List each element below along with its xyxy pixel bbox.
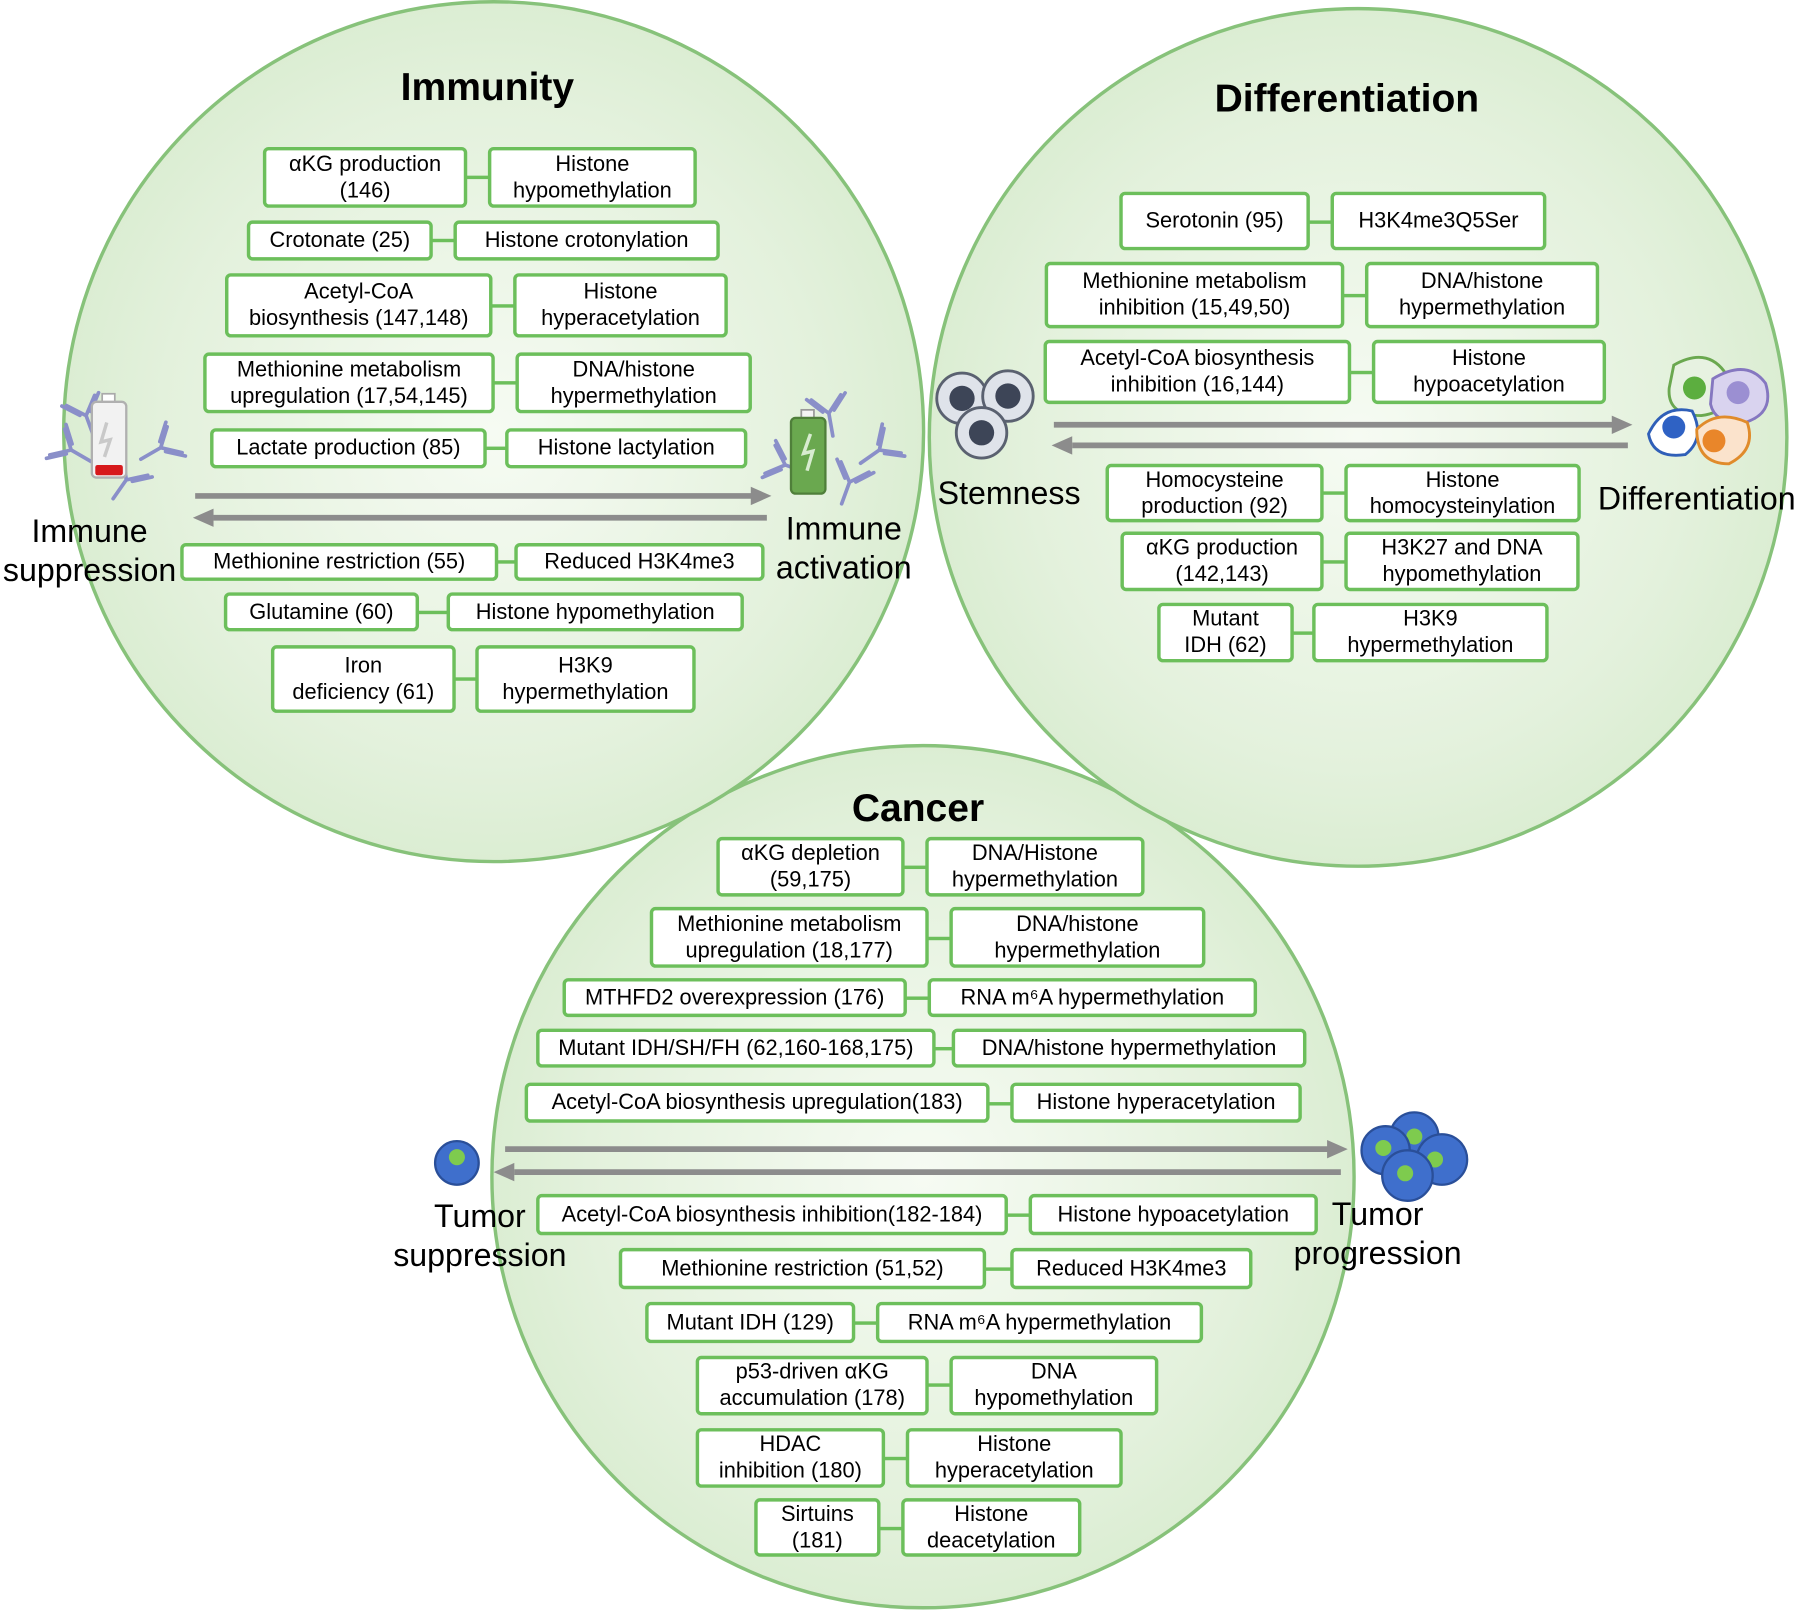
differentiation-cause-box: Homocysteine production (92) <box>1105 463 1324 523</box>
immunity-circle <box>61 0 926 864</box>
cancer-row-connector <box>982 1267 1015 1271</box>
immunity-cause-box: Methionine metabolism upregulation (17,5… <box>203 352 495 414</box>
stemness-label: Stemness <box>937 475 1081 511</box>
differentiation-row-connector <box>1340 293 1369 298</box>
immunity-row-connector <box>429 238 457 243</box>
immunity-row-connector <box>483 446 509 451</box>
cancer-row-connector <box>877 1526 905 1531</box>
differentiation-circle <box>927 6 1789 868</box>
immunity-row-connector <box>463 175 492 180</box>
differentiation-title: Differentiation <box>1214 76 1480 121</box>
immunity-cause-box: αKG production (146) <box>262 146 468 208</box>
cancer-cause-box: Sirtuins (181) <box>754 1498 881 1557</box>
cancer-effect-box: RNA m⁶A hypermethylation <box>875 1301 1204 1344</box>
immunity-cause-box: Crotonate (25) <box>246 220 433 261</box>
tumor-cluster-icon <box>1360 1111 1469 1202</box>
immunity-cause-box: Iron deficiency (61) <box>270 645 456 713</box>
differentiation-cause-box: Methionine metabolism inhibition (15,49,… <box>1044 261 1345 329</box>
cancer-cause-box: MTHFD2 overexpression (176) <box>562 978 907 1018</box>
tumor-suppression-label: Tumor suppression <box>393 1198 567 1274</box>
immunity-cause-box: Methionine restriction (55) <box>180 543 499 581</box>
cancer-cause-box: HDAC inhibition (180) <box>695 1428 886 1488</box>
differentiation-cause-box: Mutant IDH (62) <box>1157 602 1294 663</box>
differentiation-effect-box: Histone homocysteinylation <box>1344 463 1581 523</box>
differentiation-row-connector <box>1290 631 1316 635</box>
immunity-cause-box: Glutamine (60) <box>223 592 420 632</box>
cancer-effect-box: DNA/histone hypermethylation <box>949 906 1206 968</box>
immunity-row-connector <box>489 304 517 308</box>
immunity-title: Immunity <box>400 65 575 110</box>
differentiation-row-connector <box>1306 220 1334 224</box>
cancer-effect-box: DNA/Histone hypermethylation <box>925 836 1145 897</box>
cancer-effect-box: Histone hyperacetylation <box>905 1428 1123 1488</box>
differentiation-effect-box: Histone hypoacetylation <box>1371 339 1607 405</box>
cancer-row-connector <box>1004 1213 1033 1217</box>
differentiation-row-connector <box>1320 491 1348 495</box>
cancer-row-connector <box>901 865 929 870</box>
immunity-cause-box: Acetyl-CoA biosynthesis (147,148) <box>225 273 493 338</box>
differentiation-row-connector <box>1347 370 1376 375</box>
differentiation-effect-box: H3K27 and DNA hypomethylation <box>1344 531 1580 592</box>
cancer-row-connector <box>925 1383 953 1387</box>
cancer-row-connector <box>903 996 932 1000</box>
cancer-cause-box: αKG depletion (59,175) <box>716 836 905 897</box>
immunity-row-connector <box>452 677 480 681</box>
differentiation-effect-box: H3K4me3Q5Ser <box>1330 191 1547 251</box>
differentiation-cause-box: αKG production (142,143) <box>1120 531 1324 592</box>
immunity-row-connector <box>491 381 519 385</box>
cancer-row-connector <box>925 936 953 941</box>
cancer-effect-box: Histone hypoacetylation <box>1028 1193 1318 1236</box>
immunity-row-connector <box>415 610 451 615</box>
immune-activation-label: Immune activation <box>775 510 912 586</box>
cancer-effect-box: Histone deacetylation <box>901 1498 1082 1557</box>
immunity-effect-box: H3K9 hypermethylation <box>475 645 696 713</box>
tumor-progression-label: Tumor progression <box>1293 1196 1462 1271</box>
cancer-row-connector <box>932 1046 956 1051</box>
cancer-effect-box: RNA m⁶A hypermethylation <box>927 978 1258 1018</box>
cancer-effect-box: Histone hyperacetylation <box>1010 1082 1302 1123</box>
cancer-cause-box: Methionine metabolism upregulation (18,1… <box>649 906 929 968</box>
immunity-effect-box: Histone lactylation <box>505 428 748 469</box>
immunity-effect-box: Histone crotonylation <box>453 220 720 261</box>
immunity-effect-box: Histone hyperacetylation <box>513 273 728 338</box>
cancer-cause-box: Acetyl-CoA biosynthesis inhibition(182-1… <box>536 1193 1008 1236</box>
immunity-cause-box: Lactate production (85) <box>210 428 487 469</box>
differentiation-row-connector <box>1320 560 1348 564</box>
immune-suppression-label: Immune suppression <box>2 513 177 588</box>
differentiation-side-label: Differentiation <box>1597 481 1796 517</box>
cancer-row-connector <box>881 1456 910 1461</box>
cancer-effect-box: Reduced H3K4me3 <box>1010 1247 1253 1290</box>
immunity-effect-box: Reduced H3K4me3 <box>514 543 765 581</box>
immunity-effect-box: DNA/histone hypermethylation <box>515 352 752 414</box>
cancer-cause-box: Acetyl-CoA biosynthesis upregulation(183… <box>524 1082 990 1123</box>
cancer-cause-box: Methionine restriction (51,52) <box>618 1247 987 1290</box>
cancer-row-connector <box>986 1102 1014 1106</box>
immunity-effect-box: Histone hypomethylation <box>446 592 744 632</box>
cancer-effect-box: DNA hypomethylation <box>949 1355 1159 1416</box>
differentiation-cause-box: Serotonin (95) <box>1119 191 1310 251</box>
differentiation-effect-box: DNA/histone hypermethylation <box>1364 261 1600 329</box>
immunity-row-connector <box>494 560 518 564</box>
immunity-effect-box: Histone hypomethylation <box>487 146 697 208</box>
cancer-cause-box: p53-driven αKG accumulation (178) <box>695 1355 929 1416</box>
cancer-cause-box: Mutant IDH (129) <box>645 1301 856 1344</box>
single-tumor-cell-icon <box>433 1139 480 1186</box>
cancer-effect-box: DNA/histone hypermethylation <box>951 1028 1307 1068</box>
differentiation-cause-box: Acetyl-CoA biosynthesis inhibition (16,1… <box>1043 339 1352 405</box>
cancer-cause-box: Mutant IDH/SH/FH (62,160-168,175) <box>536 1028 936 1068</box>
differentiation-effect-box: H3K9 hypermethylation <box>1312 602 1549 663</box>
cancer-title: Cancer <box>851 786 985 831</box>
cancer-row-connector <box>851 1321 880 1325</box>
